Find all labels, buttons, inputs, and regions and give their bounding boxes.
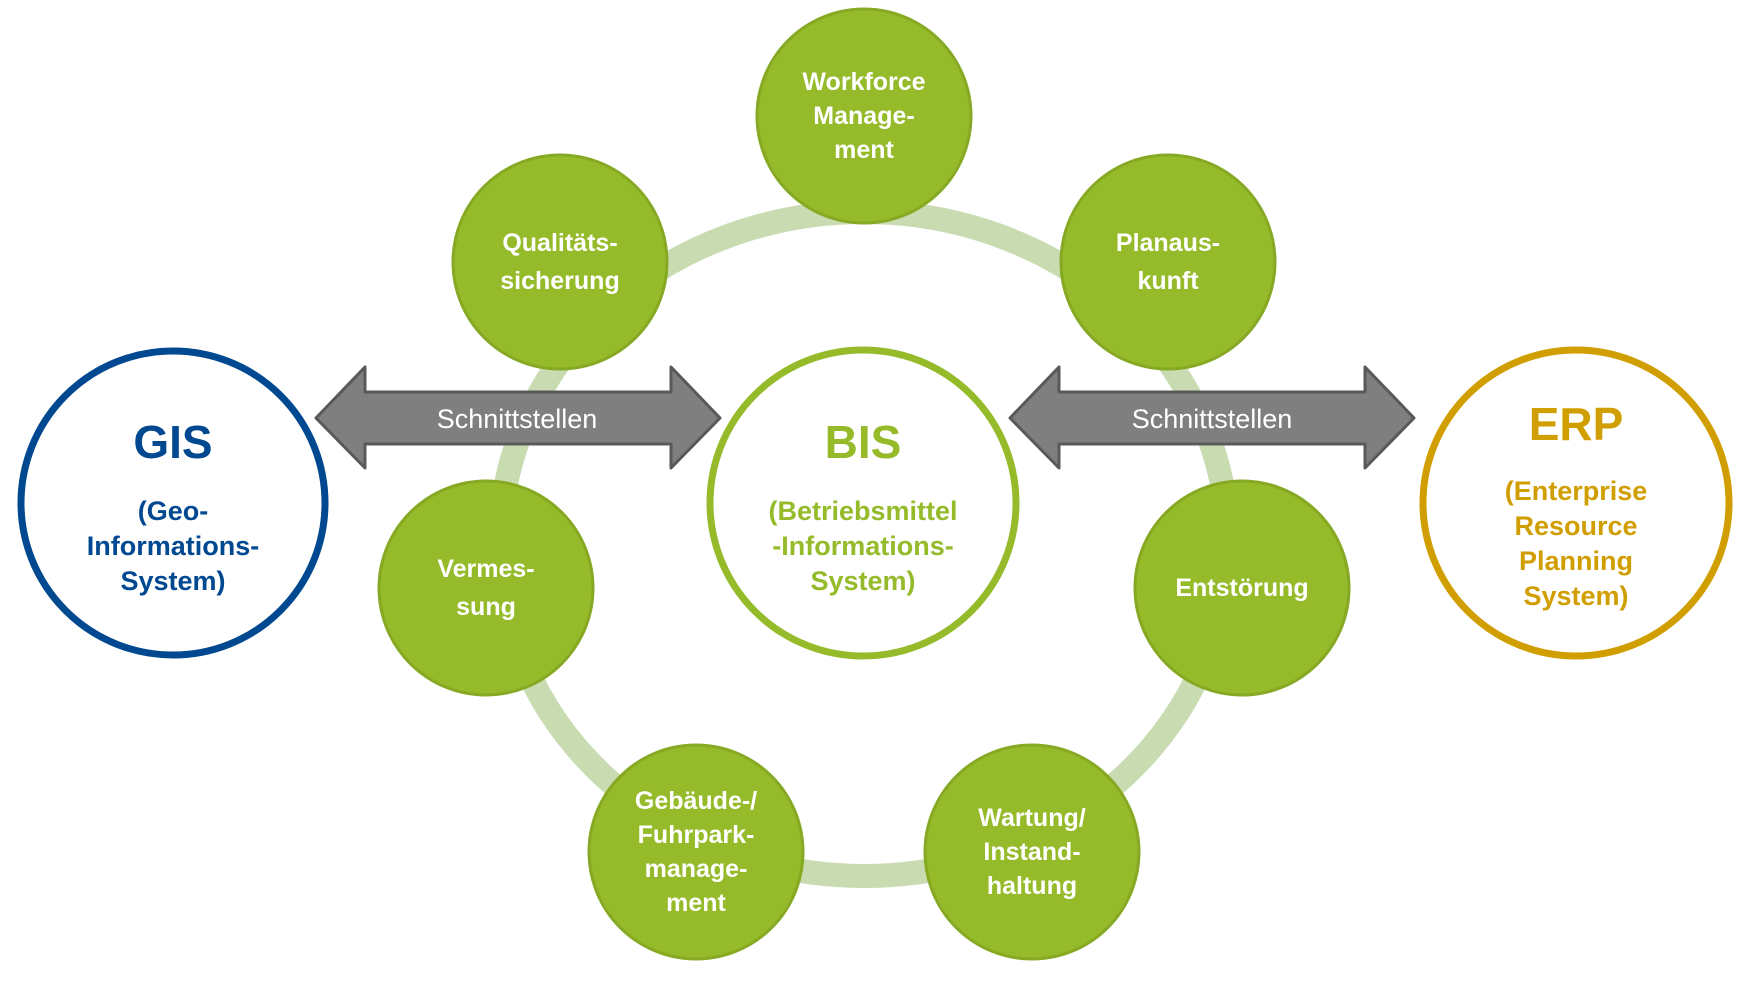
module-label-line: haltung [987,872,1077,900]
erp-subtitle-line: Resource [1514,511,1637,541]
module-node-wartung[interactable]: Wartung/Instand-haltung [923,743,1141,961]
double-arrow-icon [314,365,722,470]
module-label: Wartung/Instand-haltung [978,804,1085,900]
erp-subtitle-line: (Enterprise [1505,476,1648,506]
module-label-line: sicherung [500,267,619,295]
bis-system-node[interactable]: BIS (Betriebsmittel -Informations- System) [706,346,1020,660]
module-circle [1133,479,1351,697]
module-circle [587,743,805,961]
bis-subtitle-line: -Informations- [772,531,954,561]
module-label-line: Manage- [813,102,914,130]
gis-title: GIS [133,416,212,468]
module-node-qualitaet[interactable]: Qualitäts-sicherung [451,153,669,371]
module-label: Entstörung [1175,574,1308,602]
module-label: Gebäude-/ Fuhrpark-manage-ment [635,787,757,917]
interface-label-left: Schnittstellen [437,404,598,434]
erp-circle [1419,346,1733,660]
interface-label-right: Schnittstellen [1132,404,1293,434]
module-node-entstoerung[interactable]: Entstörung [1133,479,1351,697]
interface-arrow-gis-bis: Schnittstellen [314,365,722,470]
module-circle [923,743,1141,961]
module-label-line: Wartung/ [978,804,1085,832]
module-circle [377,479,595,697]
bis-circle [706,346,1020,660]
gis-subtitle: (Geo- Informations- System) [87,496,260,596]
module-label-line: ment [666,889,726,917]
module-node-vermessung[interactable]: Vermes-sung [377,479,595,697]
module-label: Vermes-sung [437,555,534,621]
module-circle [1059,153,1277,371]
module-label-line: manage- [645,855,748,883]
module-node-planauskunft[interactable]: Planaus-kunft [1059,153,1277,371]
erp-subtitle-line: System) [1523,581,1628,611]
bis-title: BIS [825,416,902,468]
module-label: Planaus-kunft [1116,229,1220,295]
erp-title: ERP [1529,398,1624,450]
gis-circle [17,347,329,659]
module-label-line: Workforce [802,68,925,96]
bis-subtitle-line: System) [810,566,915,596]
interface-arrow-bis-erp: Schnittstellen [1008,365,1416,470]
gis-subtitle-line: Informations- [87,531,260,561]
module-label-line: sung [456,593,516,621]
gis-system-node[interactable]: GIS (Geo- Informations- System) [17,347,329,659]
module-circle [451,153,669,371]
erp-subtitle-line: Planning [1519,546,1633,576]
gis-subtitle-line: (Geo- [138,496,209,526]
module-label: Qualitäts-sicherung [500,229,619,295]
module-label-line: Entstörung [1175,574,1308,602]
module-node-gebaeude[interactable]: Gebäude-/ Fuhrpark-manage-ment [587,743,805,961]
bis-subtitle: (Betriebsmittel -Informations- System) [768,496,957,596]
module-label-line: kunft [1137,267,1199,295]
module-label-line: Planaus- [1116,229,1220,257]
module-label-line: Vermes- [437,555,534,583]
module-label-line: ment [834,136,894,164]
bis-subtitle-line: (Betriebsmittel [768,496,957,526]
module-label-line: Fuhrpark- [638,821,755,849]
gis-subtitle-line: System) [120,566,225,596]
module-label-line: Qualitäts- [502,229,617,257]
module-circle [755,7,973,225]
double-arrow-icon [1008,365,1416,470]
module-label-line: Gebäude-/ [635,787,757,815]
module-label-line: Instand- [983,838,1080,866]
